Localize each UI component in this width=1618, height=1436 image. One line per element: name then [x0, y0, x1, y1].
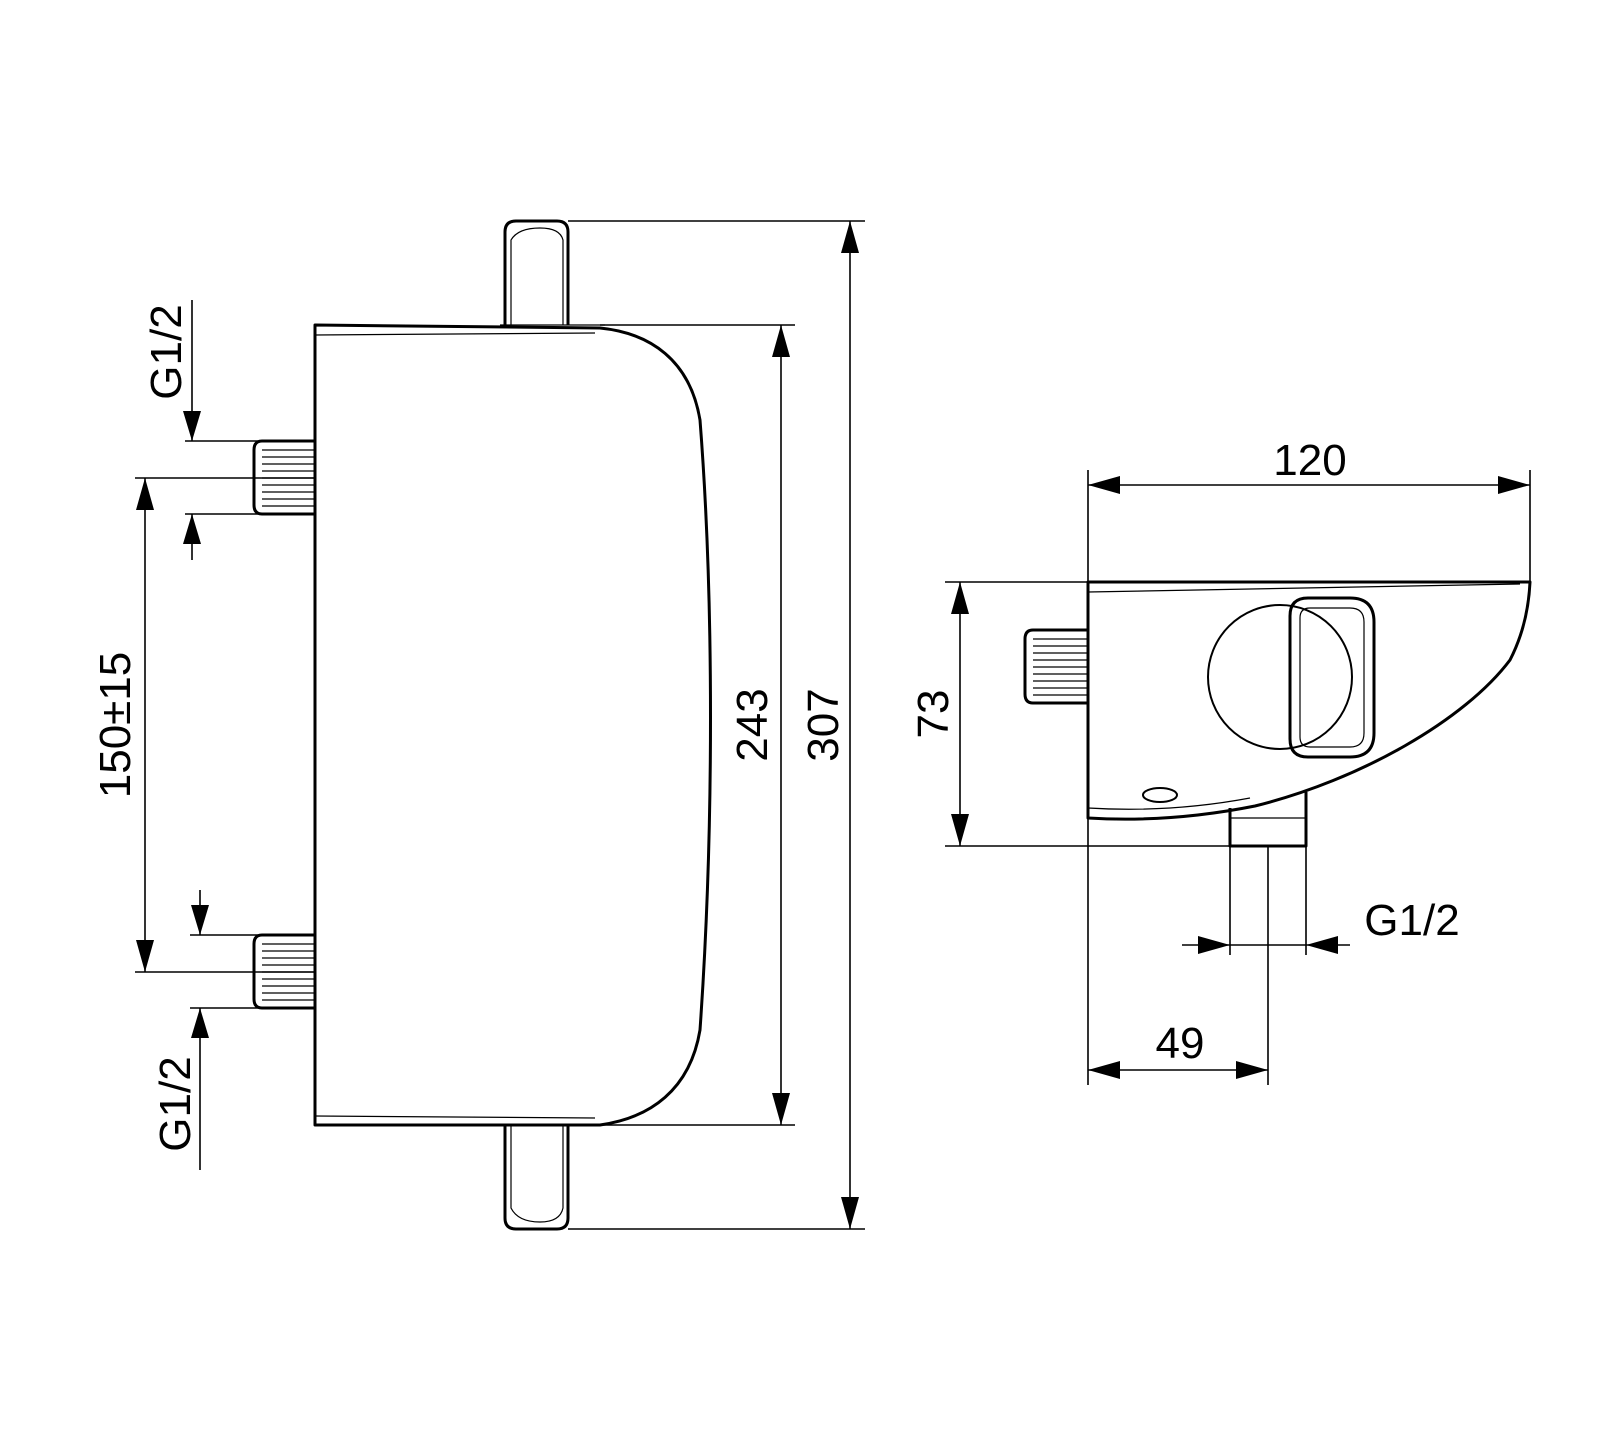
- side-body-outline: [1086, 580, 1532, 821]
- temperature-knob: [1207, 596, 1376, 759]
- top-handle-inner: [510, 227, 564, 325]
- dim-label-243: 243: [728, 688, 777, 761]
- dimension-body-height: 243: [600, 324, 795, 1126]
- side-body-bottom-inner-edge: [1087, 797, 1251, 810]
- side-inlet-connector: [1023, 628, 1088, 705]
- side-view: 120 73 G1/2 49: [909, 436, 1532, 1085]
- dim-label-73: 73: [909, 690, 958, 739]
- top-handle: [503, 219, 570, 325]
- dim-label-120: 120: [1273, 436, 1346, 485]
- dimension-total-height: 307: [568, 220, 865, 1230]
- dim-label-49: 49: [1156, 1019, 1205, 1068]
- body-top-inner-edge: [314, 332, 596, 336]
- dimension-inlet-spacing: 150±15: [91, 477, 315, 973]
- dim-label-inlet-top-thread: G1/2: [142, 304, 191, 399]
- dim-label-inlet-spacing: 150±15: [91, 652, 140, 799]
- dimension-inlet-bottom-thread: G1/2: [151, 890, 315, 1170]
- dim-label-307: 307: [799, 688, 848, 761]
- body-bottom-inner-edge: [314, 1115, 596, 1119]
- side-indicator-oval: [1142, 787, 1178, 803]
- bottom-handle-inner: [510, 1125, 564, 1223]
- dim-label-inlet-bottom-thread: G1/2: [151, 1056, 200, 1151]
- dimension-inlet-top-thread: G1/2: [142, 300, 315, 560]
- front-view: 307 243 150±15 G1/2: [91, 219, 865, 1231]
- dimension-outlet-offset: 49: [1087, 818, 1269, 1085]
- dim-label-outlet-thread: G1/2: [1364, 896, 1459, 945]
- side-body-top-inner-edge: [1087, 583, 1521, 593]
- dimension-outlet-thread: G1/2: [1182, 846, 1460, 955]
- dimension-depth: 120: [1087, 436, 1531, 582]
- dimension-height: 73: [909, 581, 1230, 847]
- bottom-handle: [503, 1125, 570, 1231]
- mixer-body-outline: [313, 323, 712, 1127]
